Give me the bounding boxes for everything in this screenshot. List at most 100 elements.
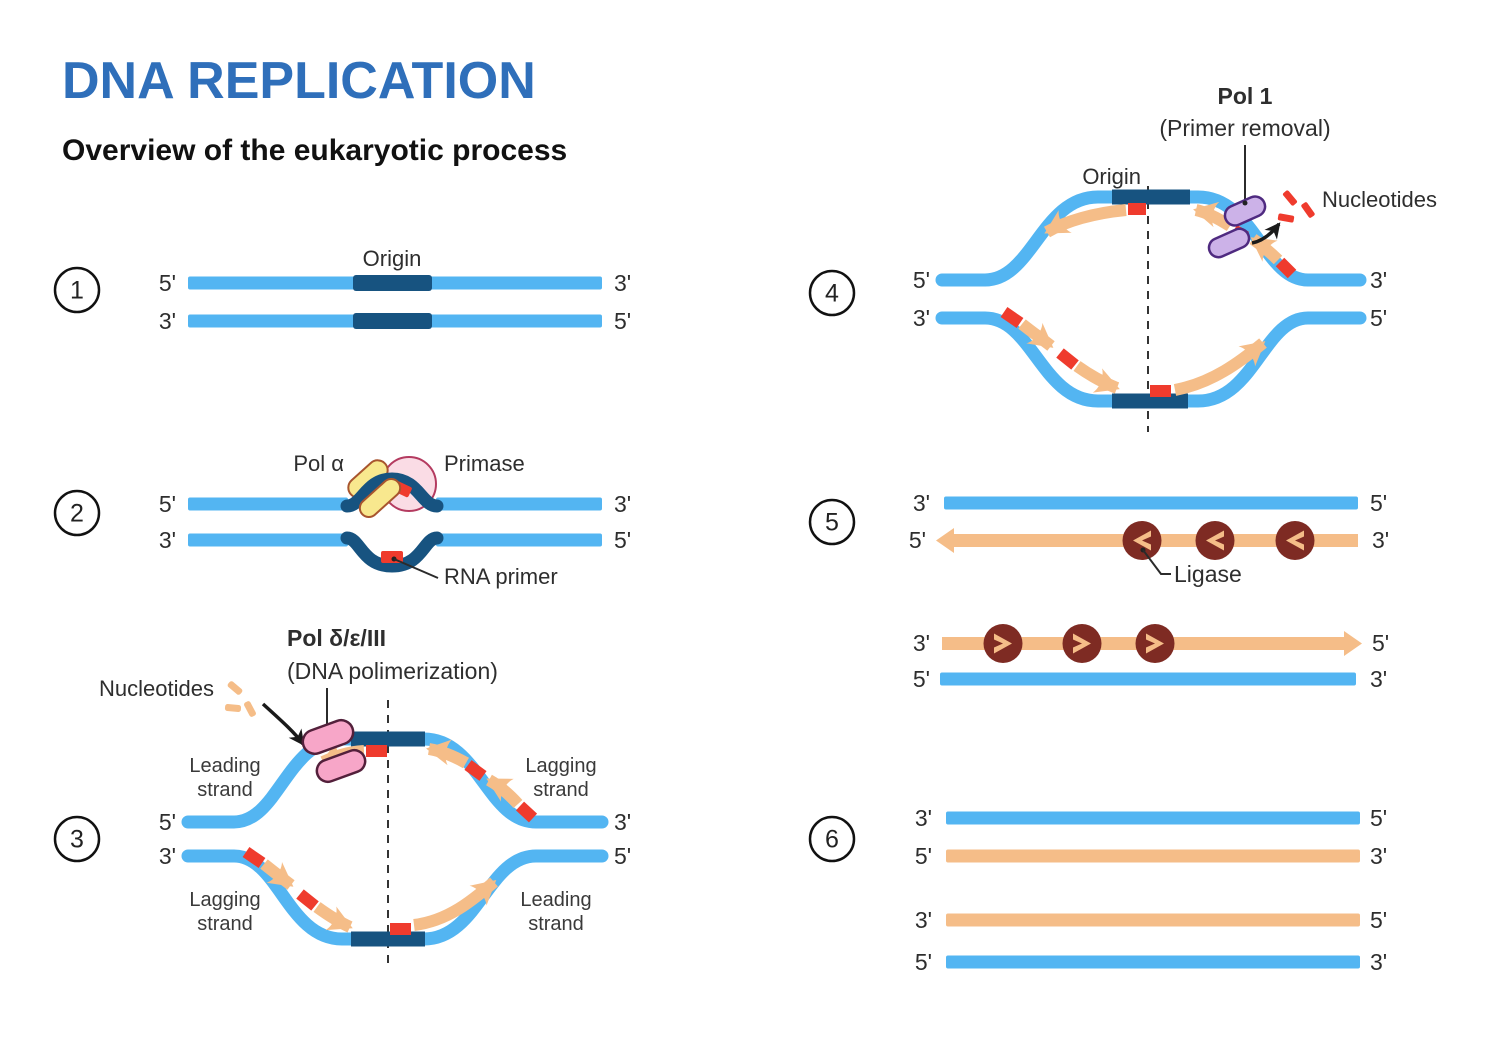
ligase-label: Ligase [1174, 561, 1242, 587]
rna-primer-segment [296, 889, 319, 911]
terminal-label: 5' [614, 843, 631, 869]
parent-strand-top [935, 190, 1367, 287]
step-2-badge [53, 489, 101, 537]
step-5-badge [808, 498, 856, 546]
pol1-enzyme [1207, 227, 1251, 259]
new-strand [946, 849, 1360, 863]
parent-strand [940, 672, 1356, 686]
terminal-label: 3' [159, 843, 176, 869]
rna-primer-segment [1275, 257, 1297, 279]
ligase-enzymes-bottom [983, 624, 1175, 663]
step-1: 1 Origin 5' 3' 3' 5' [53, 246, 631, 334]
step-4-number: 4 [825, 280, 839, 308]
step-6: 6 3' 5' 5' 3' 3' 5' 5' 3' [808, 805, 1387, 975]
okazaki-fragment-arrow [485, 774, 523, 809]
strand-role-label: Leading [189, 755, 260, 777]
rna-primer-pointer [393, 558, 439, 579]
terminal-label: 5' [913, 666, 930, 692]
nucleotides-label: Nucleotides [1322, 187, 1437, 212]
parent-strand [944, 496, 1358, 510]
pol-delta-sublabel: (DNA polimerization) [287, 658, 498, 684]
step-1-badge [53, 266, 101, 314]
terminal-label: 5' [915, 949, 932, 975]
terminal-label: 5' [159, 270, 176, 296]
daughter-strand-arrow [1043, 204, 1127, 238]
new-strand [946, 913, 1360, 927]
terminal-label: 3' [913, 305, 930, 331]
terminal-label: 3' [1370, 267, 1387, 293]
rna-primer-segment [464, 760, 487, 781]
pointer-dot [1242, 200, 1248, 206]
step-2: 2 Pol α Primase RNA primer 5' 3' 3' 5' [53, 451, 631, 589]
terminal-label: 5' [909, 527, 926, 553]
rna-primer-segment [1056, 348, 1079, 370]
removed-nucleotides-red [1277, 190, 1315, 223]
terminal-label: 5' [1370, 490, 1387, 516]
rna-primer-segment [515, 801, 538, 823]
pol-alpha-label: Pol α [293, 451, 344, 476]
step-5: 5 Ligase 3' 5' 5' 3' 3' 5' 5' [808, 490, 1389, 692]
terminal-label: 3' [1370, 666, 1387, 692]
pol1-label: Pol 1 [1218, 83, 1273, 109]
strand-role-label: Lagging [525, 755, 596, 777]
terminal-label: 3' [614, 491, 631, 517]
step-4: 4 Pol 1 (Primer removal) Origin Nucleoti… [808, 83, 1437, 432]
unwound-strand-bottom [340, 531, 444, 573]
terminal-label: 5' [1370, 907, 1387, 933]
terminal-label: 5' [614, 527, 631, 553]
primer-removal-arrow [1251, 222, 1281, 245]
terminal-label: 3' [614, 809, 631, 835]
parent-strand-top-left [188, 497, 348, 511]
parent-strand-bottom-right [436, 533, 602, 547]
terminal-label: 3' [915, 907, 932, 933]
rna-primer-segment [1000, 307, 1024, 328]
strand-role-label: strand [197, 779, 253, 801]
okazaki-fragment-arrow [313, 902, 353, 933]
okazaki-fragment-arrow [1249, 234, 1283, 265]
terminal-label: 5' [1372, 630, 1389, 656]
step-6-number: 6 [825, 826, 839, 854]
terminal-label: 5' [913, 267, 930, 293]
okazaki-fragment-arrow [1018, 319, 1055, 351]
terminal-label: 5' [614, 308, 631, 334]
parent-strand-top-right [436, 497, 602, 511]
terminal-label: 3' [159, 527, 176, 553]
pol-delta-enzyme [301, 718, 355, 756]
step-6-badge [808, 815, 856, 863]
okazaki-fragment-arrow [260, 859, 295, 890]
page-title: DNA REPLICATION [62, 52, 536, 110]
pol1-sublabel: (Primer removal) [1159, 115, 1330, 141]
step-4-badge [808, 269, 856, 317]
step-5-number: 5 [825, 509, 839, 537]
terminal-label: 3' [614, 270, 631, 296]
nucleotides-label: Nucleotides [99, 676, 214, 701]
rna-primer-label: RNA primer [444, 564, 558, 589]
page-subtitle: Overview of the eukaryotic process [62, 134, 567, 167]
terminal-label: 5' [1370, 305, 1387, 331]
leading-strand-arrow [413, 877, 498, 931]
pol1-enzyme [1223, 195, 1267, 227]
parent-strand [946, 811, 1360, 825]
parent-strand-bottom-left [188, 533, 348, 547]
terminal-label: 5' [159, 491, 176, 517]
strand-role-label: Lagging [189, 889, 260, 911]
primase-label: Primase [444, 451, 525, 476]
step-1-number: 1 [70, 277, 84, 305]
terminal-label: 5' [1370, 805, 1387, 831]
strand-role-label: strand [528, 913, 584, 935]
step-3-badge [53, 815, 101, 863]
origin-segment-bottom [353, 313, 432, 329]
terminal-label: 3' [913, 630, 930, 656]
okazaki-fragment-arrow [1193, 201, 1234, 232]
okazaki-fragment-arrow [426, 739, 469, 769]
pol-delta-label: Pol δ/ε/III [287, 625, 386, 651]
okazaki-fragment-arrow [1073, 361, 1120, 394]
terminal-label: 3' [1370, 949, 1387, 975]
ligase-pointer [1142, 549, 1171, 575]
strand-role-label: Leading [520, 889, 591, 911]
parent-strand [946, 955, 1360, 969]
strand-role-label: strand [533, 779, 589, 801]
origin-label: Origin [1082, 164, 1141, 189]
